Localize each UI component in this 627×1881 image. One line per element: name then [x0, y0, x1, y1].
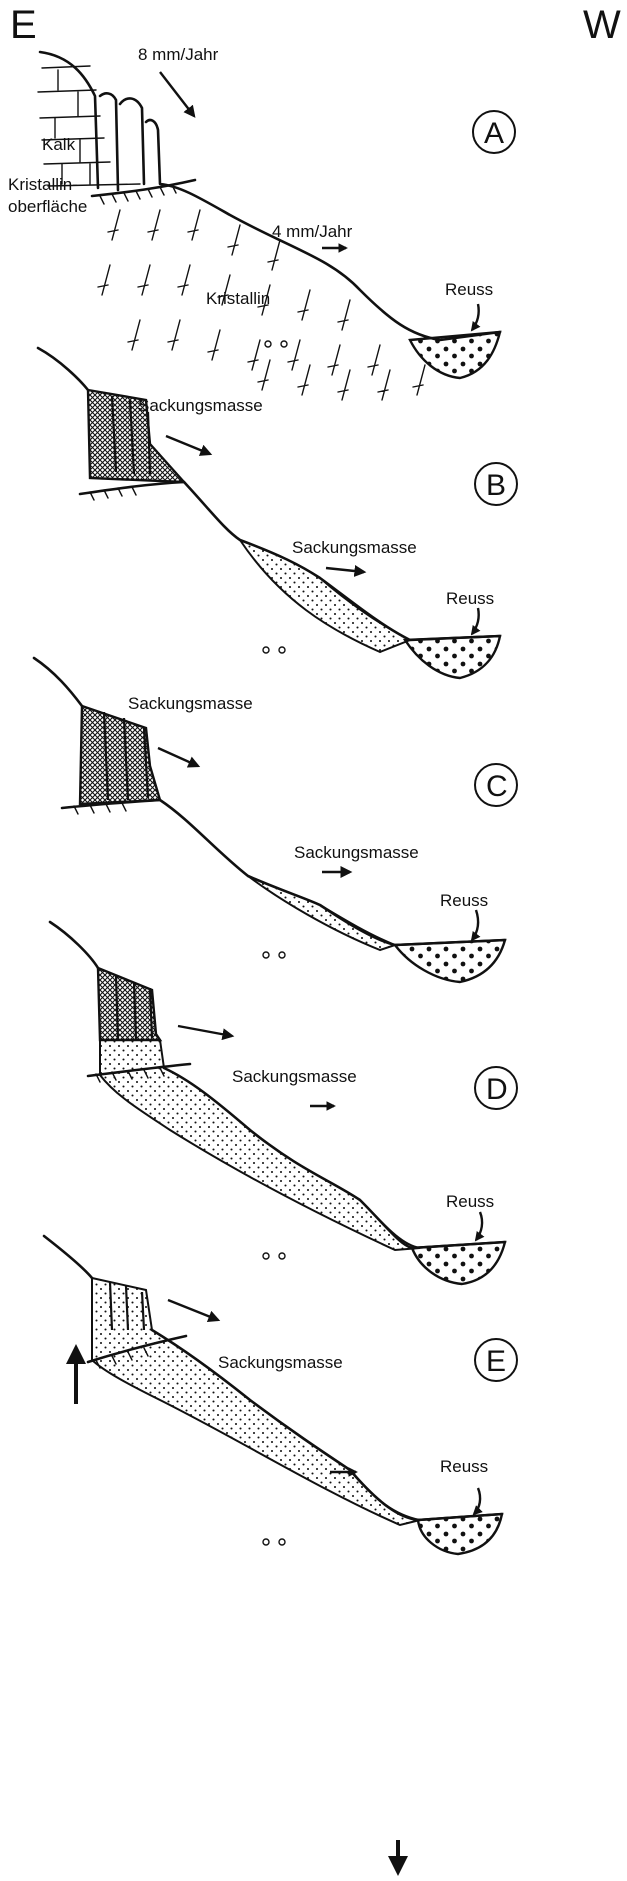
- borehole-icon: [263, 647, 269, 653]
- terrain-profile-e: [44, 1236, 502, 1520]
- motion-arrow-b1: [166, 436, 210, 454]
- panel-letter-b: B: [486, 469, 506, 502]
- terrain-profile-b: [38, 348, 500, 640]
- label-river: Reuss: [440, 1457, 488, 1476]
- river-sediment-c: [395, 940, 505, 982]
- motion-arrow-c1: [158, 748, 198, 766]
- borehole-icon: [279, 952, 285, 958]
- label-sag-mass: Sackungsmasse: [138, 396, 263, 415]
- river-arrow-e: [474, 1488, 480, 1514]
- panel-a: 8 mm/Jahr Kalk Kristallin- oberfläche 4 …: [8, 45, 515, 400]
- borehole-icon: [279, 1253, 285, 1259]
- river-arrow-c: [472, 910, 478, 940]
- label-crystalline: Kristallin: [206, 289, 270, 308]
- compass-east: E: [10, 3, 37, 47]
- label-rate-upper: 8 mm/Jahr: [138, 45, 219, 64]
- river-sediment-b: [405, 636, 500, 678]
- panel-e: Sackungsmasse Reuss E: [44, 1236, 517, 1872]
- label-crystalline-surface: Kristallin-: [8, 175, 78, 194]
- label-crystalline-surface: oberfläche: [8, 197, 87, 216]
- panel-letter-e: E: [486, 1345, 506, 1378]
- label-river: Reuss: [446, 589, 494, 608]
- label-sag-mass: Sackungsmasse: [232, 1067, 357, 1086]
- panel-letter-a: A: [484, 117, 504, 150]
- motion-arrow-a1: [160, 72, 194, 116]
- borehole-icon: [263, 1253, 269, 1259]
- panel-c: Sackungsmasse Sackungsmasse Reuss C: [34, 658, 517, 982]
- compass-west: W: [583, 3, 621, 47]
- label-limestone: Kalk: [42, 135, 76, 154]
- label-sag-mass: Sackungsmasse: [292, 538, 417, 557]
- label-river: Reuss: [446, 1192, 494, 1211]
- borehole-icon: [263, 952, 269, 958]
- borehole-icon: [281, 341, 287, 347]
- label-sag-mass: Sackungsmasse: [294, 843, 419, 862]
- panel-letter-d: D: [486, 1073, 508, 1106]
- river-arrow-d: [476, 1212, 482, 1240]
- panel-letter-c: C: [486, 770, 508, 803]
- borehole-icon: [265, 341, 271, 347]
- river-arrow-a: [472, 304, 479, 330]
- motion-arrow-d1: [178, 1026, 232, 1036]
- label-river: Reuss: [445, 280, 493, 299]
- motion-arrow-b2: [326, 568, 364, 572]
- motion-arrow-e1: [168, 1300, 218, 1320]
- borehole-icon: [279, 647, 285, 653]
- borehole-icon: [279, 1539, 285, 1545]
- sag-mass-body-e: [92, 1278, 420, 1525]
- label-rate-lower: 4 mm/Jahr: [272, 222, 353, 241]
- label-river: Reuss: [440, 891, 488, 910]
- sag-mass-lower-c: [248, 876, 395, 950]
- label-sag-mass: Sackungsmasse: [128, 694, 253, 713]
- river-arrow-b: [472, 608, 479, 634]
- label-sag-mass: Sackungsmasse: [218, 1353, 343, 1372]
- borehole-icon: [263, 1539, 269, 1545]
- panel-b: Sackungsmasse Sackungsmasse Reuss B: [38, 348, 517, 678]
